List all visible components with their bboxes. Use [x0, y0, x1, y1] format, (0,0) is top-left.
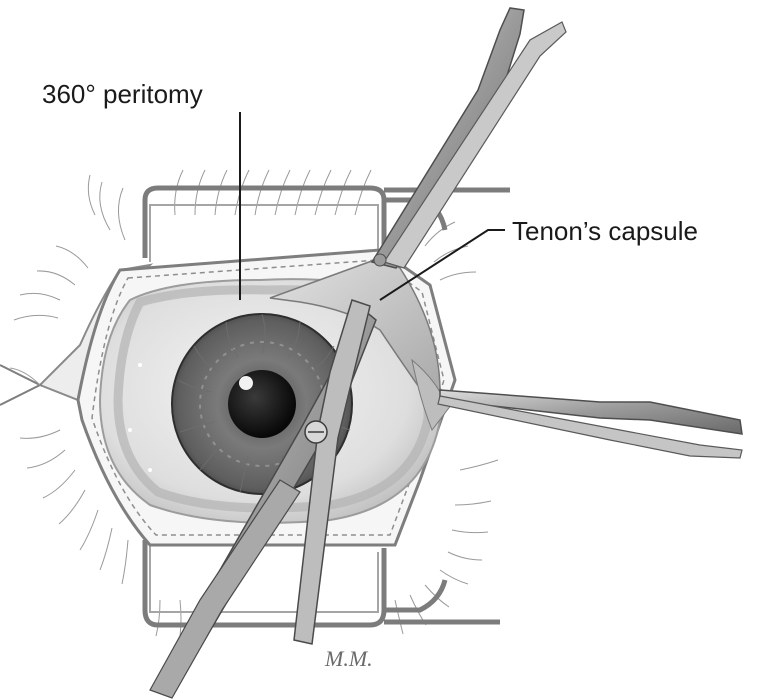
pupil — [228, 370, 296, 438]
speculum-inner-rails — [149, 204, 379, 613]
artist-signature: M.M. — [324, 646, 373, 671]
scissors — [149, 299, 377, 699]
leader-lines — [239, 112, 505, 301]
lid-speculum — [142, 185, 510, 628]
tenons-capsule-leader-line — [379, 229, 505, 301]
label-tenons-capsule: Tenon’s capsule — [512, 216, 698, 246]
right-forceps — [437, 389, 743, 459]
upper-forceps — [370, 7, 567, 269]
label-360-peritomy: 360° peritomy — [42, 79, 203, 109]
